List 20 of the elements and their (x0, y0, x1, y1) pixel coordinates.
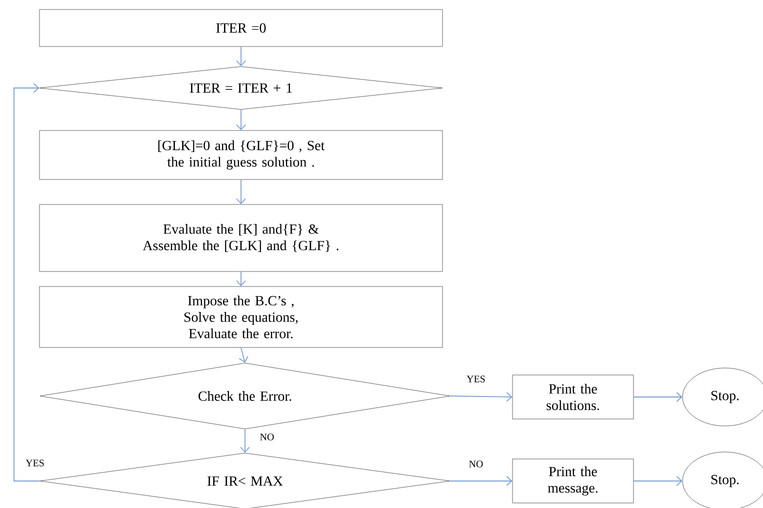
process-box: ITER =0 (39, 9, 443, 47)
process-box: Print the message. (512, 458, 634, 504)
arrow (236, 46, 246, 66)
arrow (236, 179, 246, 204)
process-box: Evaluate the [K] and{F} & Assemble the [GLK] and {GLF} . (39, 204, 443, 272)
edge-label: YES (466, 374, 486, 384)
arrow (236, 271, 246, 286)
arrow (238, 347, 248, 363)
edge-label: NO (468, 460, 484, 468)
arrow (633, 392, 682, 402)
arrow (450, 476, 512, 486)
arrow (633, 476, 682, 486)
edge-label: NO (258, 432, 276, 442)
arrow (236, 109, 246, 130)
process-box: [GLK]=0 and {GLF}=0 , Set the initial guess solution . (39, 130, 443, 180)
arrow (450, 392, 512, 402)
arrow (14, 83, 40, 482)
arrow (240, 428, 250, 453)
process-box: Impose the B.C’s , Solve the equations, Evaluate the error. (39, 286, 443, 348)
process-box: Print the solutions. (512, 374, 634, 420)
